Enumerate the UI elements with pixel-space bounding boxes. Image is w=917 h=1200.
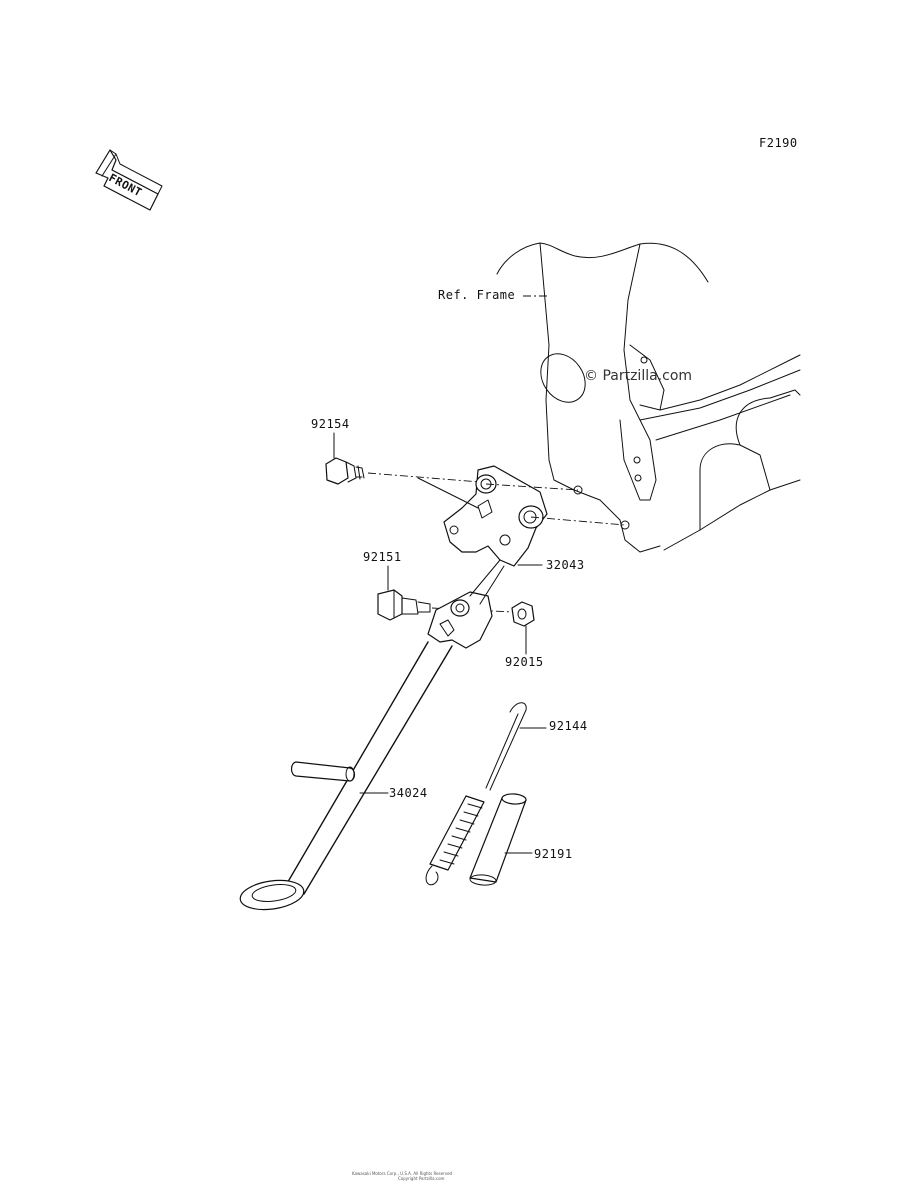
watermark: © Partzilla.com [584, 368, 692, 384]
nut-92015 [511, 601, 535, 627]
bolt-92154 [325, 457, 365, 485]
part-label-32043: 32043 [546, 558, 585, 572]
bracket-32043 [443, 465, 548, 567]
figure-code: F2190 [759, 136, 798, 150]
part-label-92015: 92015 [505, 655, 544, 669]
front-arrow-icon: FRONT [95, 149, 163, 211]
part-label-92144: 92144 [549, 719, 588, 733]
spring-92144 [425, 702, 527, 886]
ref-frame-label: Ref. Frame [438, 288, 515, 302]
frame-outline [496, 242, 801, 553]
sleeve-92191 [469, 793, 527, 886]
part-label-34024: 34024 [389, 786, 428, 800]
footer-line-2: Copyright Partzilla.com [398, 1176, 445, 1181]
footer-line-1: Kawasaki Motors Corp., U.S.A. All Rights… [352, 1171, 453, 1176]
bolt-92151 [377, 589, 431, 621]
part-label-92154: 92154 [311, 417, 350, 431]
part-label-92151: 92151 [363, 550, 402, 564]
part-label-92191: 92191 [534, 847, 573, 861]
side-stand-34024 [239, 559, 505, 911]
